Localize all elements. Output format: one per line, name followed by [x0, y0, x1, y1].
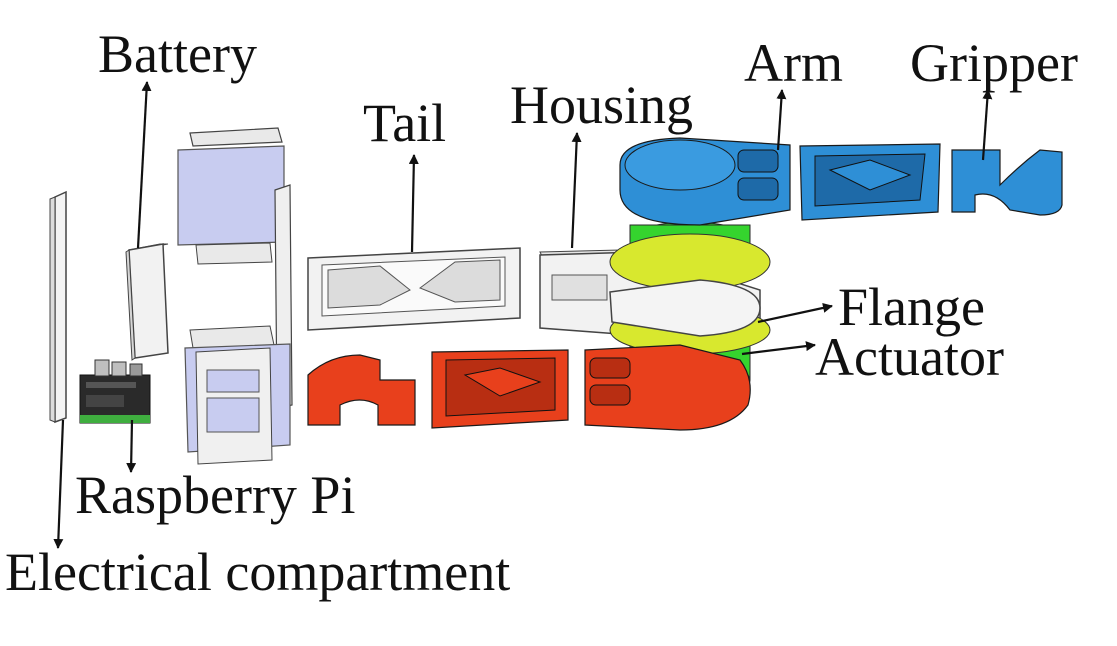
electrical-compartment-arrow — [53, 419, 65, 549]
label-gripper: Gripper — [910, 33, 1078, 93]
housing-arrow — [570, 132, 582, 249]
arm-arrow — [776, 89, 787, 151]
raspberry-pi-board — [79, 359, 151, 424]
arm-link-blue — [799, 143, 941, 221]
tail-part — [307, 247, 521, 331]
gripper-red — [307, 354, 416, 426]
label-actuator: Actuator — [815, 327, 1004, 387]
arm-link-red — [431, 349, 569, 429]
label-housing: Housing — [510, 75, 694, 135]
label-flange: Flange — [838, 277, 985, 337]
lower-compartment-frame — [184, 325, 291, 465]
label-raspberry-pi: Raspberry Pi — [75, 465, 356, 525]
label-electrical-compartment: Electrical compartment — [5, 542, 511, 602]
battery-block — [125, 243, 169, 361]
tail-arrow — [408, 154, 419, 253]
label-arm: Arm — [744, 33, 843, 93]
flange-arrow — [757, 303, 833, 324]
label-battery: Battery — [98, 24, 257, 84]
arm-lower-red — [584, 344, 751, 431]
housing-top-plate — [609, 279, 761, 337]
actuator-arrow — [741, 341, 816, 356]
gripper-arrow — [981, 89, 993, 161]
gripper-blue — [951, 149, 1063, 216]
battery-arrow — [136, 81, 152, 249]
label-arrows — [53, 81, 993, 549]
raspberry-pi-arrow — [126, 419, 137, 473]
arm-upper-blue — [619, 137, 791, 226]
label-tail: Tail — [363, 93, 447, 153]
electrical-compartment-plate — [49, 190, 67, 424]
